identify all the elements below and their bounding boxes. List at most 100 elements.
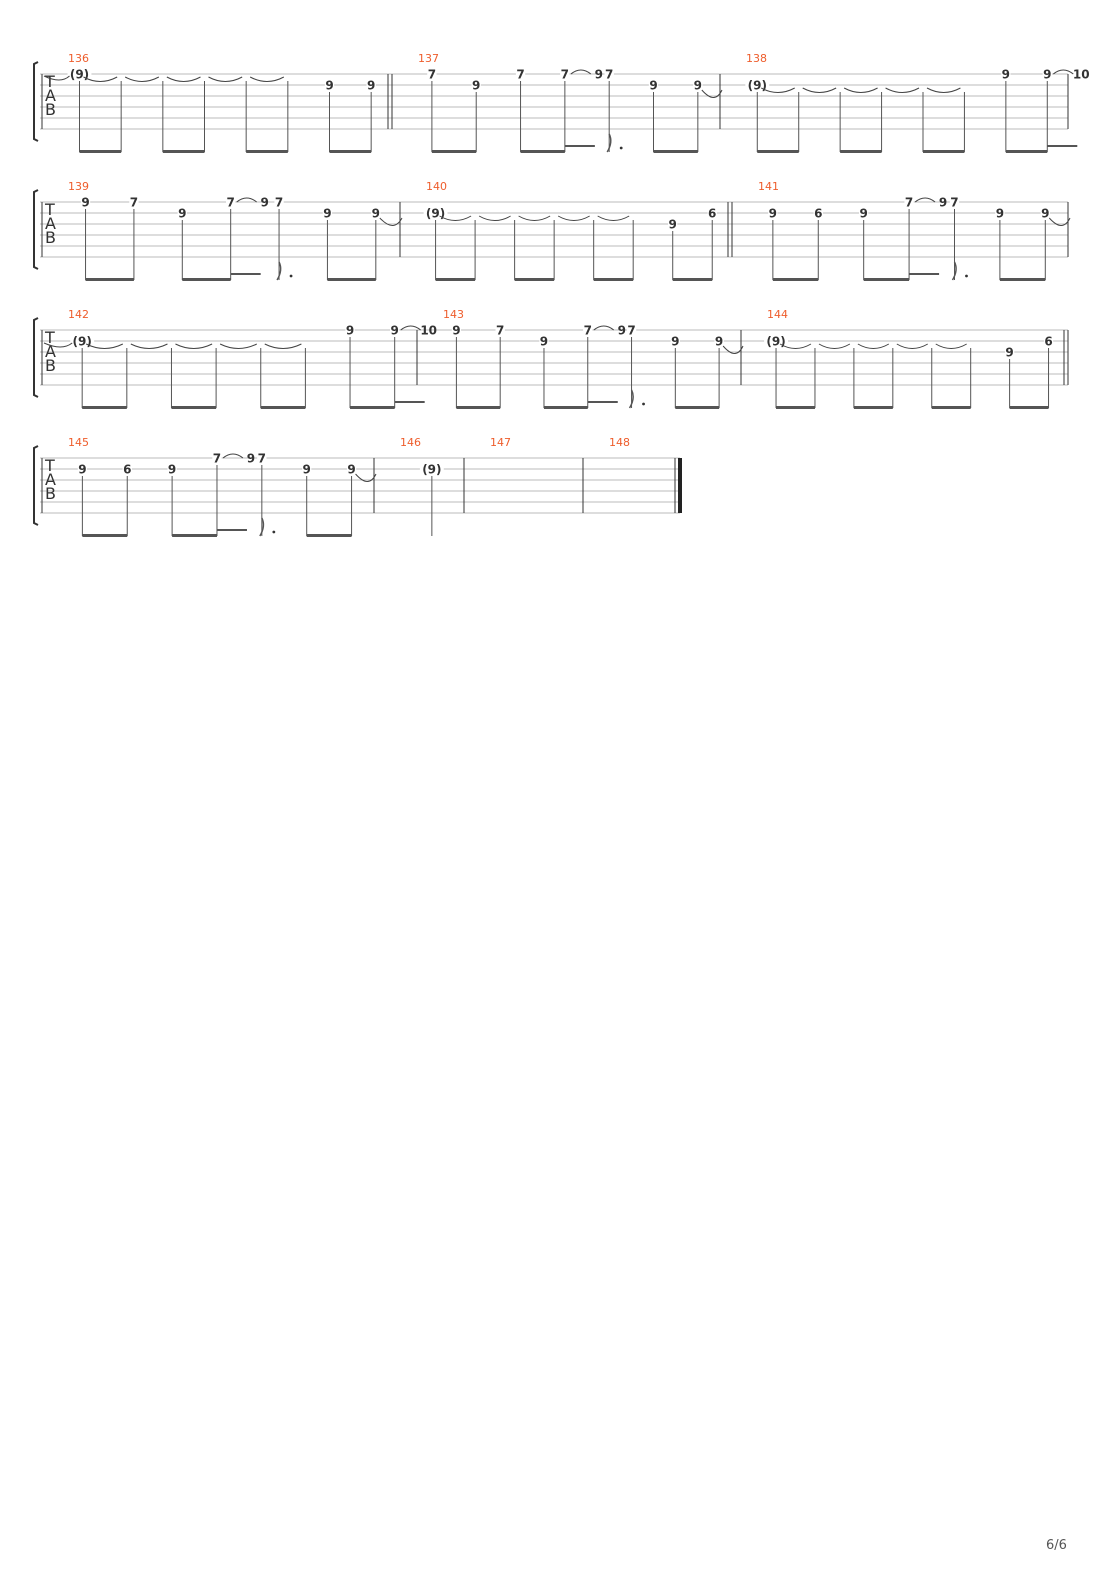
tab-clef-letter: B	[45, 100, 56, 119]
tie-arc	[439, 215, 472, 221]
fret-number: (9)	[422, 463, 441, 477]
dot	[289, 274, 293, 278]
beam	[182, 278, 231, 281]
fret-background	[668, 218, 678, 230]
tie-arc	[926, 87, 961, 93]
tab-clef-letter: T	[44, 456, 55, 475]
fret-background	[764, 335, 788, 347]
fret-background	[1042, 68, 1052, 80]
measure-number: 144	[767, 308, 788, 321]
fret-number: 9	[1002, 68, 1010, 82]
fret-background	[904, 196, 914, 208]
fret-number: 7	[213, 452, 221, 466]
beam	[329, 150, 372, 153]
beam	[672, 278, 713, 281]
tie-arc	[83, 76, 118, 82]
flag	[606, 133, 612, 153]
fret-number: 7	[275, 196, 283, 210]
tie-arc	[518, 215, 551, 221]
tie-arc	[208, 76, 243, 82]
tie-arc	[85, 343, 124, 349]
fret-background	[1001, 68, 1011, 80]
fret-number: 9	[996, 207, 1004, 221]
tab-clef-letter: A	[45, 342, 56, 361]
fret-background	[539, 335, 549, 347]
fret-number: 9	[390, 324, 398, 338]
slide-target-fret: 9	[595, 68, 603, 82]
measure-number: 142	[68, 308, 89, 321]
beam	[435, 278, 476, 281]
flag	[628, 389, 634, 409]
fret-number: 7	[516, 68, 524, 82]
beam	[853, 406, 893, 409]
beam	[931, 406, 971, 409]
fret-number: 9	[168, 463, 176, 477]
fret-background	[560, 68, 570, 80]
fret-background	[471, 79, 481, 91]
beam	[82, 534, 128, 537]
measure-number: 147	[490, 436, 511, 449]
fret-background	[345, 324, 355, 336]
fret-number: 9	[78, 463, 86, 477]
fret-background	[949, 196, 960, 208]
measure-number: 143	[443, 308, 464, 321]
tie-arc	[761, 87, 795, 93]
fret-number: 9	[367, 79, 375, 93]
measure-number: 137	[418, 52, 439, 65]
fret-background	[212, 452, 222, 464]
fret-number: 9	[178, 207, 186, 221]
tie-arc	[557, 215, 590, 221]
fret-number: (9)	[748, 79, 767, 93]
dot	[619, 146, 623, 150]
fret-number: 6	[814, 207, 822, 221]
fret-background	[604, 68, 614, 80]
tie-arc	[43, 75, 70, 81]
final-barline-thick	[678, 458, 682, 513]
beam-secondary	[394, 401, 425, 403]
tie-arc	[597, 215, 630, 221]
tie-arc	[857, 343, 890, 349]
beam	[456, 406, 501, 409]
fret-number: (9)	[73, 335, 92, 349]
beam	[840, 150, 882, 153]
tab-clef-letter: A	[45, 470, 56, 489]
beam	[1005, 150, 1048, 153]
fret-number: 7	[627, 324, 635, 338]
fret-background	[70, 335, 95, 347]
fret-background	[1043, 335, 1054, 347]
tie-arc	[166, 76, 201, 82]
fret-background	[859, 207, 869, 219]
measure-number: 136	[68, 52, 89, 65]
fret-background	[419, 463, 444, 475]
fret-background	[390, 324, 400, 336]
tie-arc	[843, 87, 878, 93]
fret-background	[324, 79, 335, 91]
beam	[82, 406, 127, 409]
system-bracket	[33, 61, 39, 142]
dot	[642, 402, 645, 406]
fret-background	[167, 463, 177, 475]
beam	[757, 150, 799, 153]
slide-target-fret: 10	[420, 324, 437, 338]
fret-number: 9	[472, 79, 480, 93]
system-bracket	[33, 445, 39, 526]
tie-arc	[124, 76, 160, 82]
fret-number: (9)	[766, 335, 785, 349]
beam	[162, 150, 205, 153]
slide-arc	[400, 325, 421, 331]
fret-background	[371, 207, 381, 219]
fret-background	[515, 68, 526, 80]
tab-clef-letter: T	[44, 328, 55, 347]
fret-number: 7	[226, 196, 234, 210]
measure-number: 145	[68, 436, 89, 449]
fret-number: 9	[372, 207, 380, 221]
beam-secondary	[564, 145, 595, 147]
tie-arc	[43, 342, 73, 348]
tie-arc	[935, 343, 967, 349]
fret-number: 7	[905, 196, 913, 210]
fret-background	[670, 335, 680, 347]
beam-secondary	[216, 529, 247, 531]
beam	[306, 534, 352, 537]
fret-background	[583, 324, 593, 336]
fret-number: 9	[859, 207, 867, 221]
